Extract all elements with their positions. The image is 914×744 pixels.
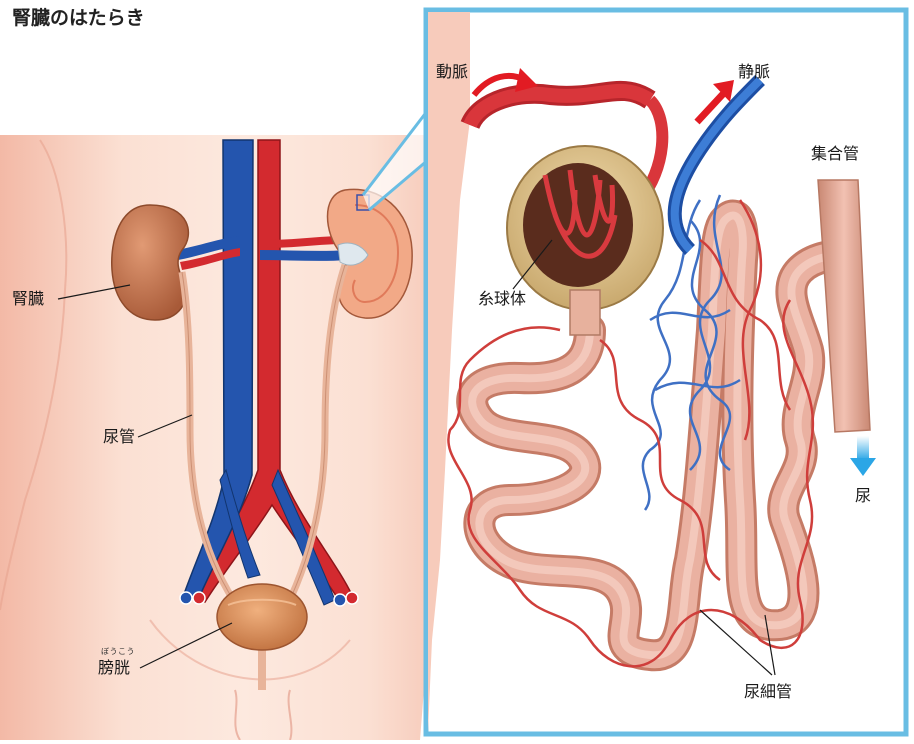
label-urine: 尿	[855, 488, 871, 504]
label-bladder: 膀胱	[98, 660, 130, 676]
label-bladder-ruby: ぼうこう	[101, 648, 135, 656]
label-collecting-duct: 集合管	[811, 146, 859, 162]
label-renal-tubule: 尿細管	[744, 684, 792, 700]
label-ureter: 尿管	[103, 429, 135, 445]
label-glomerulus: 糸球体	[478, 291, 526, 307]
kidney-left	[112, 205, 189, 320]
page-title: 腎臓のはたらき	[12, 9, 145, 28]
label-artery: 動脈	[436, 64, 468, 80]
label-vein: 静脈	[738, 64, 770, 80]
label-kidney: 腎臓	[12, 291, 44, 307]
